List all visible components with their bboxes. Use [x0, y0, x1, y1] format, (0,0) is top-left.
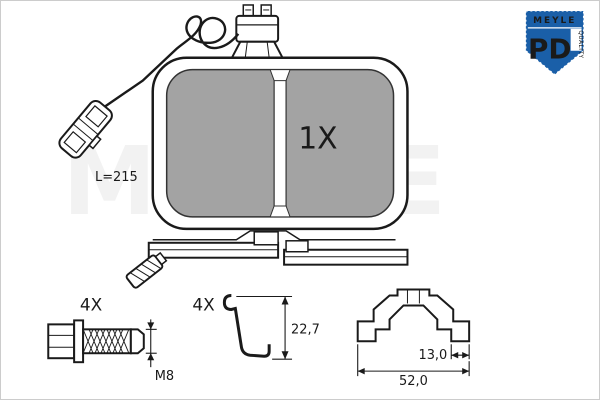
clip-shape [222, 294, 271, 358]
bolt-tip [129, 328, 145, 355]
clip-height-dimension [236, 295, 293, 360]
bracket-tab-width-label: 13,0 [418, 348, 447, 363]
pad-slot-chamfer-bottom [269, 205, 291, 218]
sensor-wire [104, 15, 240, 108]
meyle-pd-logo: MEYLE PD QUALITY [525, 10, 585, 76]
pad-slot-chamfer-top [269, 69, 291, 82]
logo-quality-text: QUALITY [577, 30, 583, 58]
sensor-wire-assembly: L=215 [58, 4, 286, 185]
bracket-tab-dimension [450, 344, 470, 360]
sensor-connector [58, 99, 113, 159]
brake-pad-front-view: 1X [151, 56, 409, 231]
bracket-shape [356, 288, 471, 343]
pad-quantity-label: 1X [298, 121, 337, 156]
pad-sensor-plug [228, 4, 286, 62]
clip-quantity-label: 4X [192, 294, 215, 314]
bolt-quantity-label: 4X [80, 294, 103, 314]
logo-code-text: PD [528, 33, 572, 66]
bracket-overall-dimension [357, 344, 470, 377]
bolt-detail: 4X M8 [47, 294, 174, 384]
logo-shield [525, 10, 584, 75]
clip-height-label: 22,7 [291, 322, 320, 337]
clip-detail: 4X 22,7 [192, 294, 320, 360]
logo-brand-text: MEYLE [533, 16, 576, 26]
brake-pad-side-view [125, 230, 409, 289]
side-view-sensor-connector [125, 251, 168, 289]
bolt-knurl-hatch [82, 329, 130, 354]
bolt-flange [73, 319, 85, 364]
bolt-thread-dimension [145, 319, 157, 368]
side-view-center-clip-a [253, 231, 279, 246]
bolt-thread-label: M8 [155, 369, 174, 384]
bracket-overall-width-label: 52,0 [399, 374, 428, 389]
logo-quality-strip [570, 28, 582, 51]
plug-body [235, 14, 280, 43]
bracket-detail: 13,0 52,0 [356, 288, 471, 389]
side-view-center-clip-b [285, 240, 309, 253]
pad-center-slot [273, 69, 287, 218]
bolt-hex-head [47, 323, 76, 360]
retaining-spring-wire [152, 230, 396, 241]
sensor-length-label: L=215 [95, 170, 138, 185]
